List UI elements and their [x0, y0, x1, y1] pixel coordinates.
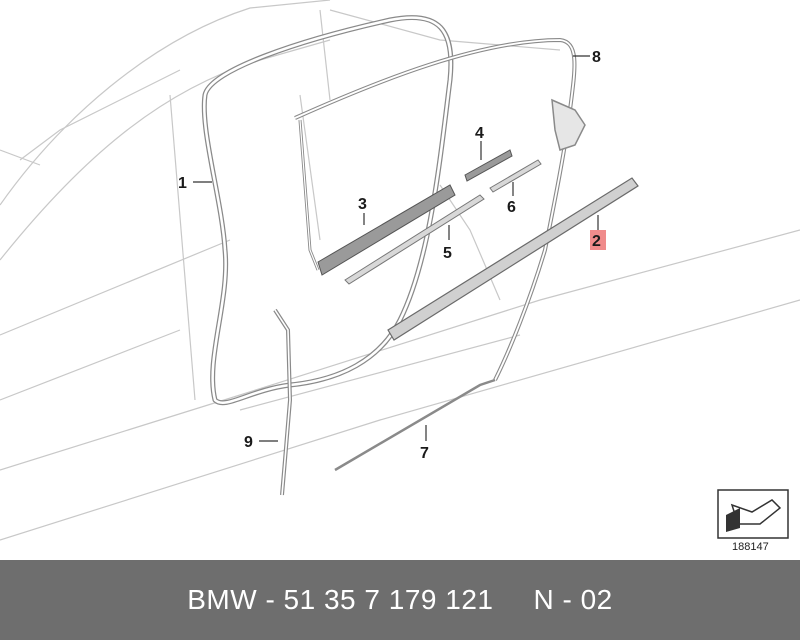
- window-channel: [298, 119, 320, 271]
- direction-arrow-icon: [717, 489, 789, 539]
- part-8-corner-piece: [551, 98, 586, 151]
- callout-2[interactable]: 2: [592, 233, 601, 250]
- part-7-lower-seal: [334, 378, 496, 472]
- callout-9[interactable]: 9: [244, 434, 253, 451]
- callout-2-highlight: [590, 230, 606, 250]
- callout-5[interactable]: 5: [443, 245, 452, 262]
- part-2-outer-strip: [387, 177, 639, 341]
- callout-1[interactable]: 1: [178, 175, 187, 192]
- part-3-window-strip: [317, 184, 456, 276]
- variant-code: N - 02: [533, 584, 613, 615]
- part-6-small-trim: [489, 159, 542, 193]
- part-4-small-strip: [464, 149, 513, 182]
- callout-3[interactable]: 3: [358, 196, 367, 213]
- part-number: BMW - 51 35 7 179 121: [187, 584, 494, 615]
- part-8-frame-seal: [294, 37, 577, 381]
- callout-4[interactable]: 4: [475, 125, 484, 142]
- callout-8[interactable]: 8: [592, 49, 601, 66]
- footer-bar: BMW - 51 35 7 179 121 N - 02: [0, 560, 800, 640]
- callout-6[interactable]: 6: [507, 199, 516, 216]
- car-body-outline: [0, 0, 800, 541]
- exploded-parts-diagram: 1 2 3 4 5 6 7 8 9: [0, 0, 800, 541]
- reference-number: 188147: [732, 541, 769, 553]
- leader-lines: [193, 55, 599, 442]
- callout-7[interactable]: 7: [420, 445, 429, 462]
- part-5-trim-strip: [344, 194, 485, 285]
